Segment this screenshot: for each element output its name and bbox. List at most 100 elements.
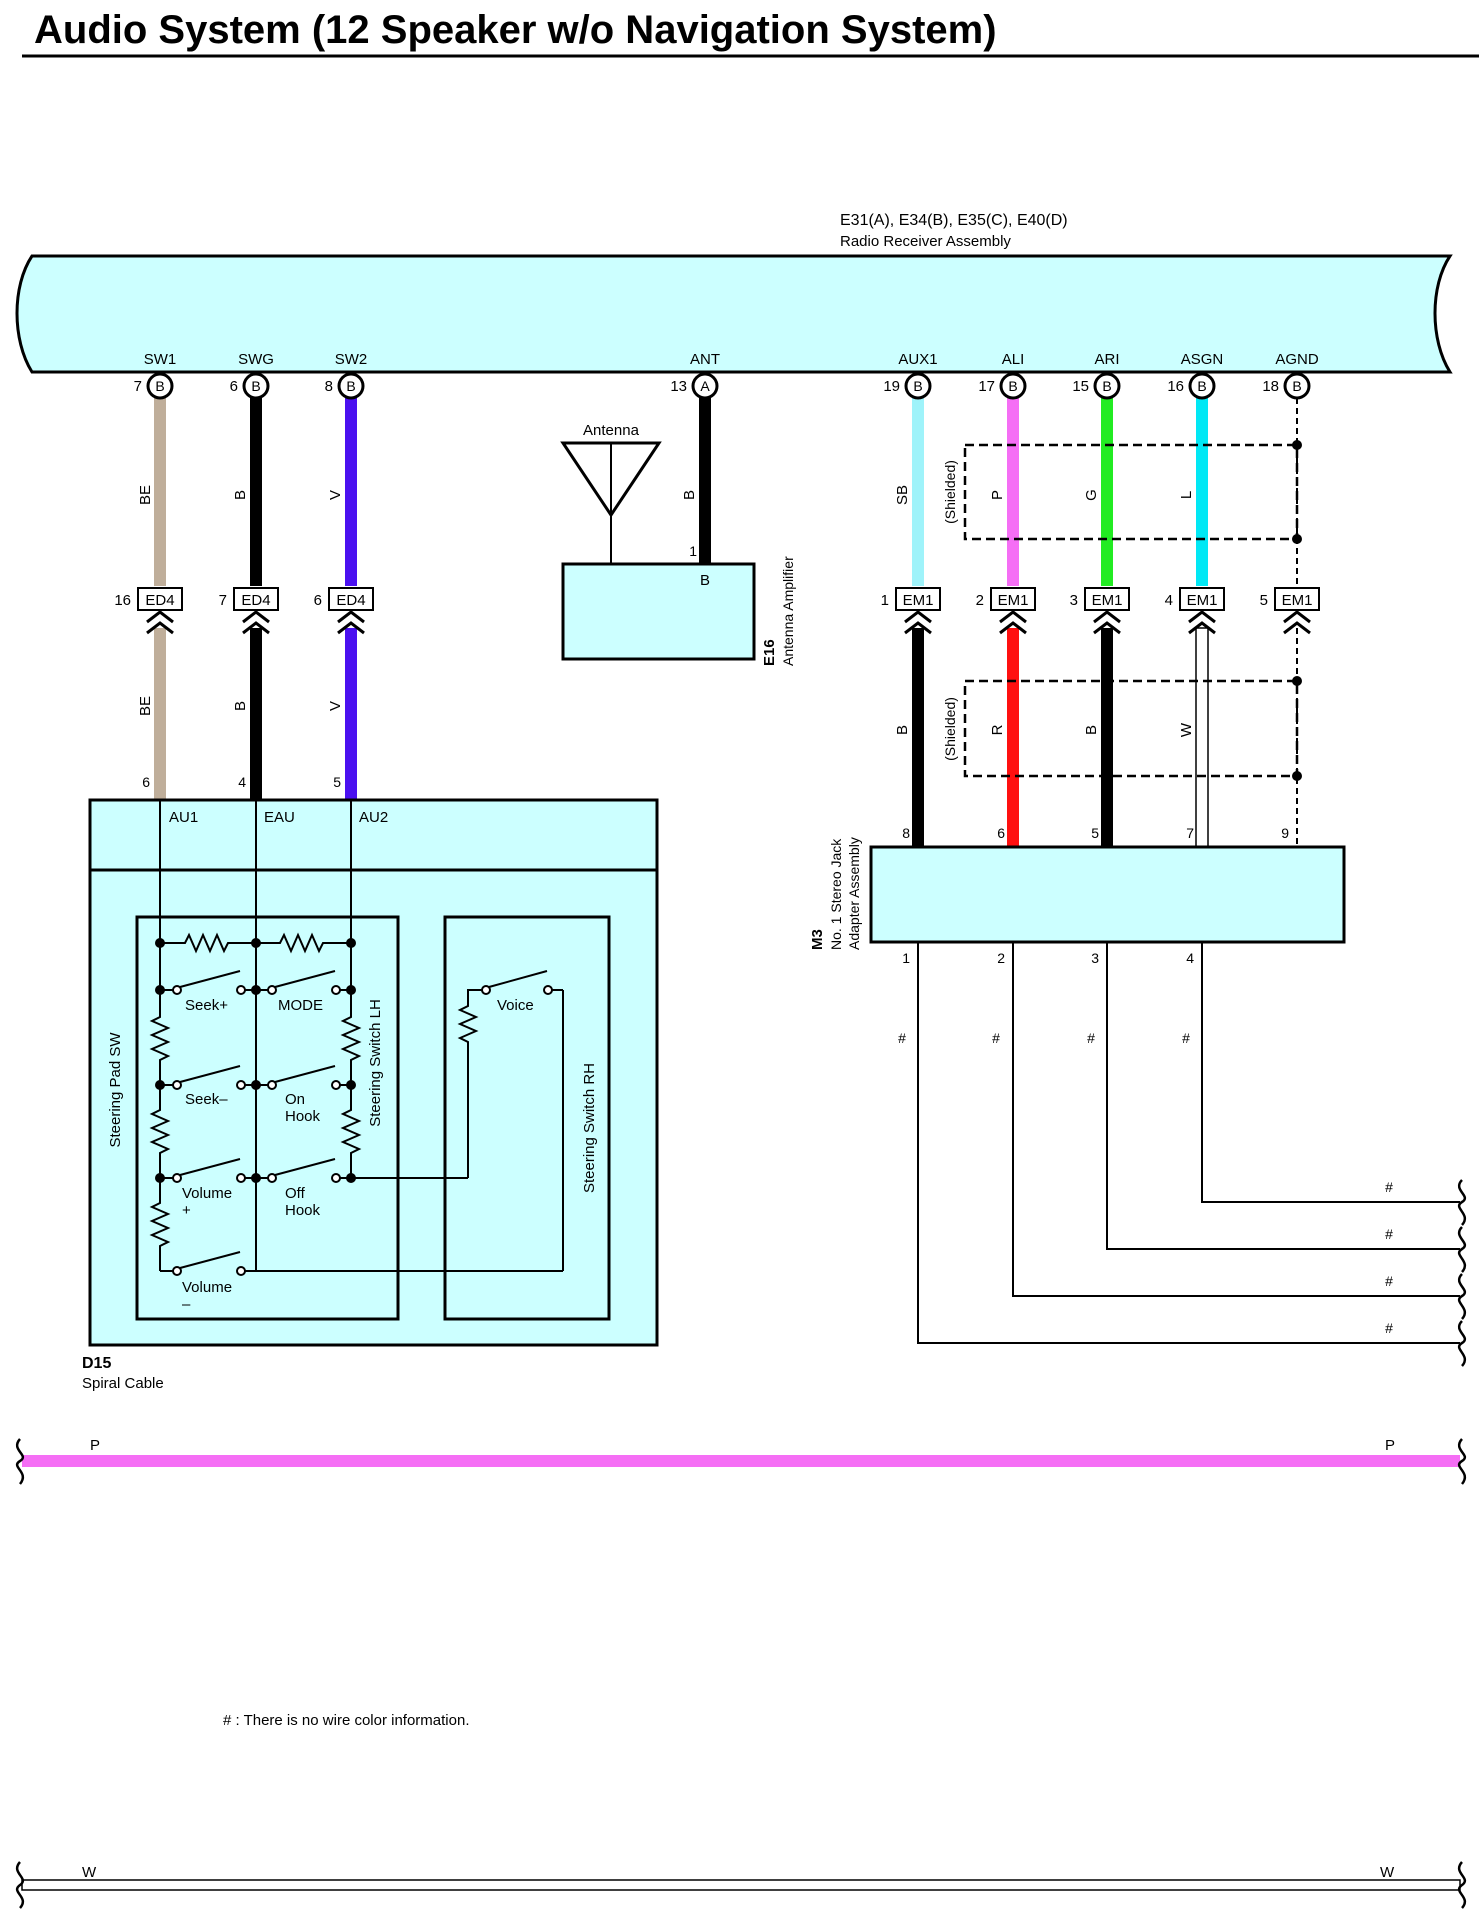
svg-text:EM1: EM1: [903, 592, 934, 609]
pin-ari: B 15: [1072, 372, 1121, 400]
jack-bottom-pin-1: 1: [902, 950, 910, 966]
terminal-ari: ARI: [1094, 351, 1119, 368]
wire-color-ant: B: [681, 490, 698, 500]
wire-color-swg-upper: B: [232, 490, 249, 500]
label-on-hook-1: On: [285, 1091, 305, 1108]
pink-bus-label-left: P: [90, 1437, 100, 1454]
ed4-connector-6: ED4 6: [314, 587, 374, 635]
em1-connector-4: EM1 4: [1165, 587, 1225, 635]
spiral-pin-4: 4: [238, 774, 246, 790]
jack-top-pin-9: 9: [1281, 825, 1289, 841]
svg-text:EM1: EM1: [1092, 592, 1123, 609]
wire-asgn-lower: [1195, 627, 1209, 848]
svg-text:15: 15: [1072, 378, 1089, 395]
svg-text:B: B: [251, 378, 260, 394]
receiver-body: [15, 254, 1453, 374]
wire-mark-6: #: [1385, 1226, 1393, 1242]
shielded-label-lower: (Shielded): [942, 697, 958, 761]
antenna-amp-code: E16: [761, 639, 778, 666]
spiral-pin-5: 5: [333, 774, 341, 790]
svg-text:19: 19: [883, 378, 900, 395]
terminal-swg: SWG: [238, 351, 274, 368]
steering-switch-lh-box: [135, 915, 400, 1321]
jack-out-wire-1: [917, 942, 1460, 1344]
terminal-agnd: AGND: [1275, 351, 1319, 368]
receiver-pins: B 7 B 6 B 8 A 13 B 19 B 17: [134, 372, 1311, 400]
white-bus-label-left: W: [82, 1864, 97, 1881]
label-seek-minus: Seek–: [185, 1091, 228, 1108]
steering-switch-rh-label: Steering Switch RH: [581, 1063, 598, 1193]
svg-text:8: 8: [325, 378, 333, 395]
wire-mark-4: #: [1182, 1030, 1190, 1046]
antenna-group: Antenna 1 B E16 Antenna Amplifier: [560, 422, 796, 666]
svg-text:B: B: [155, 378, 164, 394]
receiver-name: Radio Receiver Assembly: [840, 233, 1011, 250]
svg-text:ED4: ED4: [145, 592, 174, 609]
steering-switch-lh-label: Steering Switch LH: [367, 999, 384, 1127]
label-mode: MODE: [278, 997, 323, 1014]
em1-connector-1: EM1 1: [881, 587, 941, 635]
radio-receiver-assembly: E31(A), E34(B), E35(C), E40(D) Radio Rec…: [15, 212, 1453, 374]
svg-text:ED4: ED4: [336, 592, 365, 609]
pin-sw2: B 8: [325, 372, 365, 400]
pin-aux1: B 19: [883, 372, 932, 400]
spiral-terminal-au1: AU1: [169, 809, 198, 826]
stereo-jack-code: M3: [809, 929, 826, 950]
terminal-aux1: AUX1: [898, 351, 937, 368]
svg-text:3: 3: [1070, 592, 1078, 609]
wire-color-sw2-upper: V: [327, 490, 344, 500]
antenna-amp-name: Antenna Amplifier: [780, 556, 796, 666]
pin-swg: B 6: [230, 372, 270, 400]
svg-text:B: B: [346, 378, 355, 394]
svg-text:B: B: [1197, 378, 1206, 394]
svg-text:16: 16: [1167, 378, 1184, 395]
jack-out-wire-4: [1201, 942, 1460, 1203]
pin-agnd: B 18: [1262, 372, 1311, 400]
wire-mark-1: #: [898, 1030, 906, 1046]
svg-text:EM1: EM1: [1187, 592, 1218, 609]
stereo-jack-body: [869, 845, 1346, 944]
switch-mode: [256, 970, 351, 995]
svg-text:7: 7: [219, 592, 227, 609]
pin-ali: B 17: [978, 372, 1027, 400]
svg-text:B: B: [913, 378, 922, 394]
wire-color-asgn-upper: L: [1178, 491, 1195, 499]
jack-top-pin-6: 6: [997, 825, 1005, 841]
em1-connector-5: EM1 5: [1260, 587, 1320, 635]
em1-connector-3: EM1 3: [1070, 587, 1130, 635]
svg-text:B: B: [1102, 378, 1111, 394]
stereo-jack-name-1: No. 1 Stereo Jack: [828, 838, 844, 950]
label-volume-plus-2: +: [182, 1202, 191, 1219]
steering-pad-sw-label: Steering Pad SW: [107, 1032, 124, 1148]
svg-text:7: 7: [134, 378, 142, 395]
em1-connector-2: EM1 2: [976, 587, 1036, 635]
switch-on-hook: [256, 1065, 351, 1090]
wire-color-aux1-upper: SB: [894, 485, 911, 505]
svg-text:EM1: EM1: [1282, 592, 1313, 609]
pin-ant: A 13: [670, 372, 719, 400]
svg-text:17: 17: [978, 378, 995, 395]
svg-text:B: B: [1008, 378, 1017, 394]
ed4-connectors: ED4 16 ED4 7 ED4 6: [114, 587, 374, 635]
svg-text:ED4: ED4: [241, 592, 270, 609]
spiral-terminal-au2: AU2: [359, 809, 388, 826]
ed4-connector-16: ED4 16: [114, 587, 183, 635]
terminal-asgn: ASGN: [1181, 351, 1224, 368]
shielded-label-upper: (Shielded): [942, 460, 958, 524]
wire-color-sw2-lower: V: [327, 701, 344, 711]
wire-mark-2: #: [992, 1030, 1000, 1046]
pin-sw1: B 7: [134, 372, 174, 400]
svg-text:B: B: [1292, 378, 1301, 394]
terminal-ant: ANT: [690, 351, 720, 368]
jack-top-pin-5: 5: [1091, 825, 1099, 841]
switch-seek-minus: [160, 1065, 256, 1090]
pink-bus: P P: [15, 1437, 1467, 1485]
terminal-sw2: SW2: [335, 351, 368, 368]
terminal-ali: ALI: [1002, 351, 1025, 368]
jack-out-wire-2: [1012, 942, 1460, 1297]
wire-mark-5: #: [1385, 1179, 1393, 1195]
wire-color-asgn-lower: W: [1178, 722, 1195, 737]
ed4-connector-7: ED4 7: [219, 587, 279, 635]
label-on-hook-2: Hook: [285, 1108, 321, 1125]
jack-bottom-pin-4: 4: [1186, 950, 1194, 966]
